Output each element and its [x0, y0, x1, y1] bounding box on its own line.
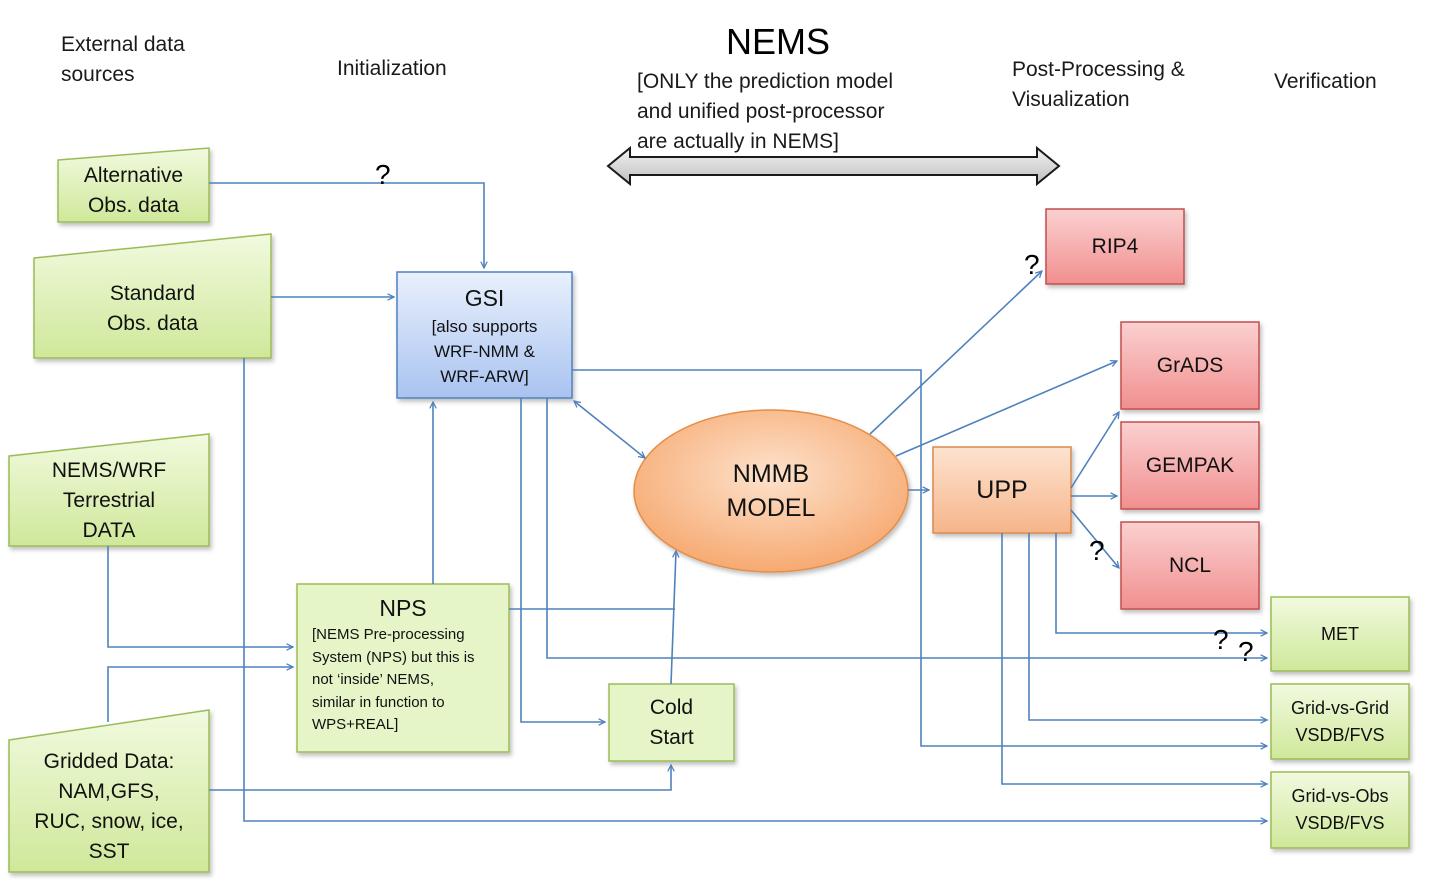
header-external-line1: External data: [61, 33, 185, 56]
nems-note-line2: and unified post-processor: [637, 100, 885, 123]
arrow-upp-to-grads: [1070, 412, 1119, 489]
arrow-upp-to-grid-vs-obs: [1001, 533, 1267, 784]
question-mark-rip4: ?: [1024, 249, 1040, 280]
nems-scope-double-arrow: [606, 145, 1061, 187]
nps-note-line1: [NEMS Pre-processing: [312, 626, 465, 643]
nps-note-line5: WPS+REAL]: [312, 716, 399, 733]
header-postproc-line2: Visualization: [1012, 88, 1130, 111]
arrow-standard-to-grid-vs-obs: [243, 358, 1267, 821]
arrow-upp-to-ncl: [1070, 509, 1119, 568]
arrow-gsi-to-met: [546, 398, 1267, 658]
nps-box: [296, 583, 510, 753]
nps-note-line4: similar in function to: [312, 693, 445, 711]
rip4-box: [1045, 208, 1185, 285]
nems-note-line1: [ONLY the prediction model: [637, 70, 894, 93]
nps-note-line2: System (NPS) but this is: [312, 648, 475, 666]
nps-label: NPS [NEMS Pre-processing System (NPS) bu…: [297, 592, 509, 744]
arrow-nmmb-to-grads: [895, 361, 1117, 457]
nems-title: NEMS: [726, 21, 831, 62]
arrow-terrestrial-to-nps: [107, 546, 293, 647]
header-verification: Verification: [1274, 70, 1377, 93]
arrow-alternative-to-gsi: [209, 182, 484, 268]
question-mark-met-upp: ?: [1213, 624, 1229, 655]
nems-note: [ONLY the prediction model and unified p…: [637, 67, 893, 157]
gempak-box: [1120, 421, 1260, 510]
nps-title: NPS: [379, 595, 427, 621]
nems-note-line3: are actually in NEMS]: [637, 130, 839, 153]
question-mark-ncl: ?: [1089, 535, 1105, 566]
nmmb-model-ellipse: [633, 409, 909, 573]
source-gridded: [8, 709, 210, 873]
header-external-line2: sources: [61, 63, 135, 86]
arrow-upp-to-met: [1055, 533, 1267, 633]
met-box: [1270, 596, 1410, 672]
arrow-nmmb-to-rip4: [869, 271, 1042, 435]
header-postproc-line1: Post-Processing &: [1012, 58, 1185, 81]
nps-note: [NEMS Pre-processing System (NPS) but th…: [297, 624, 509, 737]
ncl-box: [1120, 521, 1260, 610]
grads-box: [1120, 321, 1260, 410]
grid-vs-grid-box: [1270, 683, 1410, 760]
arrow-gsi-to-cold-start: [520, 398, 605, 722]
arrow-gridded-to-nps: [107, 667, 293, 722]
header-postprocessing: Post-Processing & Visualization: [1012, 55, 1185, 115]
question-mark-alternative: ?: [375, 159, 391, 190]
arrow-gridded-to-cold-start: [209, 765, 671, 791]
arrow-upp-to-grid-vs-grid: [1028, 533, 1267, 720]
source-standard-obs: [33, 233, 272, 359]
source-terrestrial: [8, 433, 210, 547]
arrow-gsi-to-grid-vs-grid: [572, 369, 1267, 746]
arrow-cold-start-to-nmmb: [670, 551, 676, 685]
gsi-box: [396, 271, 573, 399]
nps-note-line3: not ‘inside’ NEMS,: [312, 671, 434, 688]
arrow-gsi-nmmb-bidirectional: [574, 401, 645, 458]
header-initialization: Initialization: [337, 57, 447, 80]
question-mark-met-gsi: ?: [1238, 636, 1254, 667]
grid-vs-obs-box: [1270, 771, 1410, 849]
upp-box: [932, 446, 1072, 534]
cold-start-box: [608, 683, 735, 762]
header-external-sources: External data sources: [61, 30, 185, 90]
source-alternative-obs: [57, 147, 210, 223]
